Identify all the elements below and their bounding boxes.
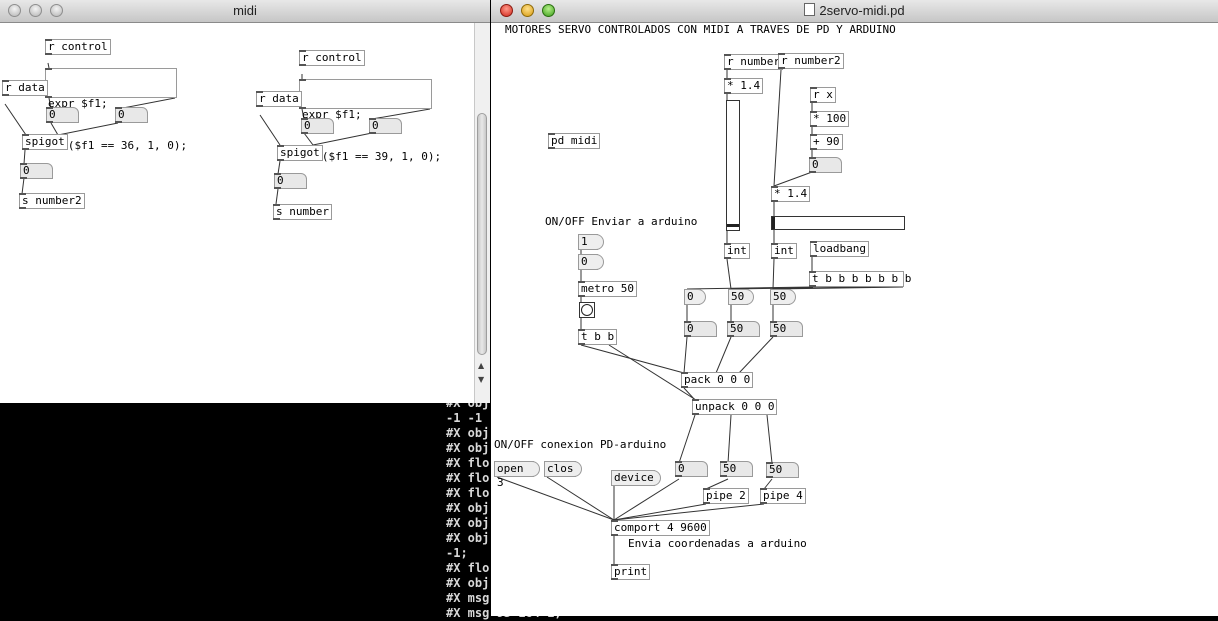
slider-knob[interactable] [727, 224, 739, 227]
vertical-slider[interactable] [726, 100, 740, 231]
terminal-line: #X obj [446, 516, 490, 530]
terminal-line: #X obj [446, 576, 490, 590]
receive-data-object[interactable]: r data [2, 80, 48, 96]
message-0-button[interactable]: 0 [578, 254, 604, 270]
vertical-scrollbar[interactable]: ▲ ▼ [474, 23, 490, 403]
number-box[interactable]: 0 [274, 173, 307, 189]
pipe-4-object[interactable]: pipe 4 [760, 488, 806, 504]
main-patch-window: 2servo-midi.pd [491, 0, 1218, 616]
close-button[interactable]: close [544, 461, 582, 477]
receive-control-object[interactable]: r control [299, 50, 365, 66]
scroll-down-arrow-icon[interactable]: ▼ [478, 375, 485, 384]
expr-line-2: if ($f1 == 36, 1, 0); [48, 139, 188, 152]
multiply-100-object[interactable]: * 100 [810, 111, 850, 127]
scroll-up-arrow-icon[interactable]: ▲ [478, 361, 485, 370]
zoom-window-button[interactable] [542, 4, 555, 17]
terminal-line: #X flo [446, 486, 490, 500]
receive-number-object[interactable]: r number [724, 54, 783, 70]
midi-patch-window: midi [0, 0, 490, 403]
close-window-button[interactable] [8, 4, 21, 17]
terminal-line: #X obj [446, 426, 490, 440]
number-box[interactable]: 0 [115, 107, 148, 123]
zoom-window-button[interactable] [50, 4, 63, 17]
main-titlebar[interactable]: 2servo-midi.pd [491, 0, 1218, 23]
message-1-button[interactable]: 1 [578, 234, 604, 250]
window-title: midi [233, 3, 257, 18]
window-title: 2servo-midi.pd [819, 3, 905, 18]
onoff-arduino-comment: ON/OFF Enviar a arduino [545, 215, 698, 228]
terminal-line: #X obj [446, 441, 490, 455]
scrollbar-thumb[interactable] [477, 113, 487, 355]
unpack-object[interactable]: unpack 0 0 0 [692, 399, 778, 415]
send-number2-object[interactable]: s number2 [19, 193, 85, 209]
midi-titlebar[interactable]: midi [0, 0, 490, 23]
int-object[interactable]: int [724, 243, 750, 259]
terminal-line: #X obj [446, 501, 490, 515]
number-box[interactable]: 0 [684, 321, 717, 337]
message-0-button[interactable]: 0 [684, 289, 706, 305]
terminal-line: #X flo [446, 471, 490, 485]
send-number-object[interactable]: s number [273, 204, 332, 220]
expr-line-1: expr $f1; [302, 108, 362, 121]
pack-object[interactable]: pack 0 0 0 [681, 372, 754, 388]
onoff-conexion-comment: ON/OFF conexion PD-arduino [494, 438, 667, 451]
comport-object[interactable]: comport 4 9600 [611, 520, 710, 536]
multiply-object[interactable]: * 1.4 [724, 78, 764, 94]
terminal-line: #X msg [446, 591, 490, 605]
open-3-button[interactable]: open 3 [494, 461, 540, 489]
receive-number2-object[interactable]: r number2 [778, 53, 844, 69]
loadbang-object[interactable]: loadbang [810, 241, 869, 257]
spigot-object[interactable]: spigot [277, 145, 323, 161]
terminal-line: #X flo [446, 456, 490, 470]
terminal-line: #X obj [446, 531, 490, 545]
window-title-group: 2servo-midi.pd [491, 3, 1218, 18]
expr-line-1: expr $f1; [48, 97, 108, 110]
message-50-button[interactable]: 50 [728, 289, 754, 305]
number-box[interactable]: 0 [369, 118, 402, 134]
print-object[interactable]: print [611, 564, 651, 580]
trigger-object[interactable]: t b b b b b b b [809, 271, 911, 287]
number-box[interactable]: 0 [809, 157, 842, 173]
number-box[interactable]: 50 [720, 461, 753, 477]
pipe-2-object[interactable]: pipe 2 [703, 488, 749, 504]
spigot-object[interactable]: spigot [22, 134, 68, 150]
midi-canvas[interactable]: r control expr $f1; if ($f1 == 36, 1, 0)… [0, 23, 475, 403]
number-box[interactable]: 50 [727, 321, 760, 337]
header-comment: MOTORES SERVO CONTROLADOS CON MIDI A TRA… [505, 23, 896, 36]
receive-x-object[interactable]: r x [810, 87, 836, 103]
receive-control-object[interactable]: r control [45, 39, 111, 55]
main-canvas[interactable]: MOTORES SERVO CONTROLADOS CON MIDI A TRA… [491, 23, 1218, 616]
terminal-line: #X flo [446, 561, 490, 575]
close-window-button[interactable] [500, 4, 513, 17]
expr-object[interactable]: expr $f1; if ($f1 == 39, 1, 0); [299, 79, 441, 163]
number-box[interactable]: 50 [770, 321, 803, 337]
devices-button[interactable]: devices [611, 470, 661, 486]
multiply-object[interactable]: * 1.4 [771, 186, 811, 202]
horizontal-slider[interactable] [771, 216, 905, 230]
terminal-line: -1; [446, 546, 468, 560]
minimize-window-button[interactable] [521, 4, 534, 17]
number-box[interactable]: 0 [46, 107, 79, 123]
int-object[interactable]: int [771, 243, 797, 259]
patch-cords [496, 69, 904, 565]
slider-knob[interactable] [772, 217, 775, 229]
bang-circle-icon [581, 304, 593, 316]
number-box[interactable]: 0 [20, 163, 53, 179]
metro-object[interactable]: metro 50 [578, 281, 637, 297]
minimize-window-button[interactable] [29, 4, 42, 17]
bang-button[interactable] [579, 302, 595, 318]
number-box[interactable]: 0 [301, 118, 334, 134]
number-box[interactable]: 50 [766, 462, 799, 478]
message-50-button[interactable]: 50 [770, 289, 796, 305]
trigger-bb-object[interactable]: t b b [578, 329, 618, 345]
receive-data-object[interactable]: r data [256, 91, 302, 107]
number-box[interactable]: 0 [675, 461, 708, 477]
add-90-object[interactable]: + 90 [810, 134, 843, 150]
document-icon [804, 3, 816, 16]
envia-comment: Envia coordenadas a arduino [628, 537, 807, 550]
pd-midi-subpatch[interactable]: pd midi [548, 133, 601, 149]
terminal-line: -1 -1 [446, 411, 483, 425]
expr-object[interactable]: expr $f1; if ($f1 == 36, 1, 0); [45, 68, 187, 152]
